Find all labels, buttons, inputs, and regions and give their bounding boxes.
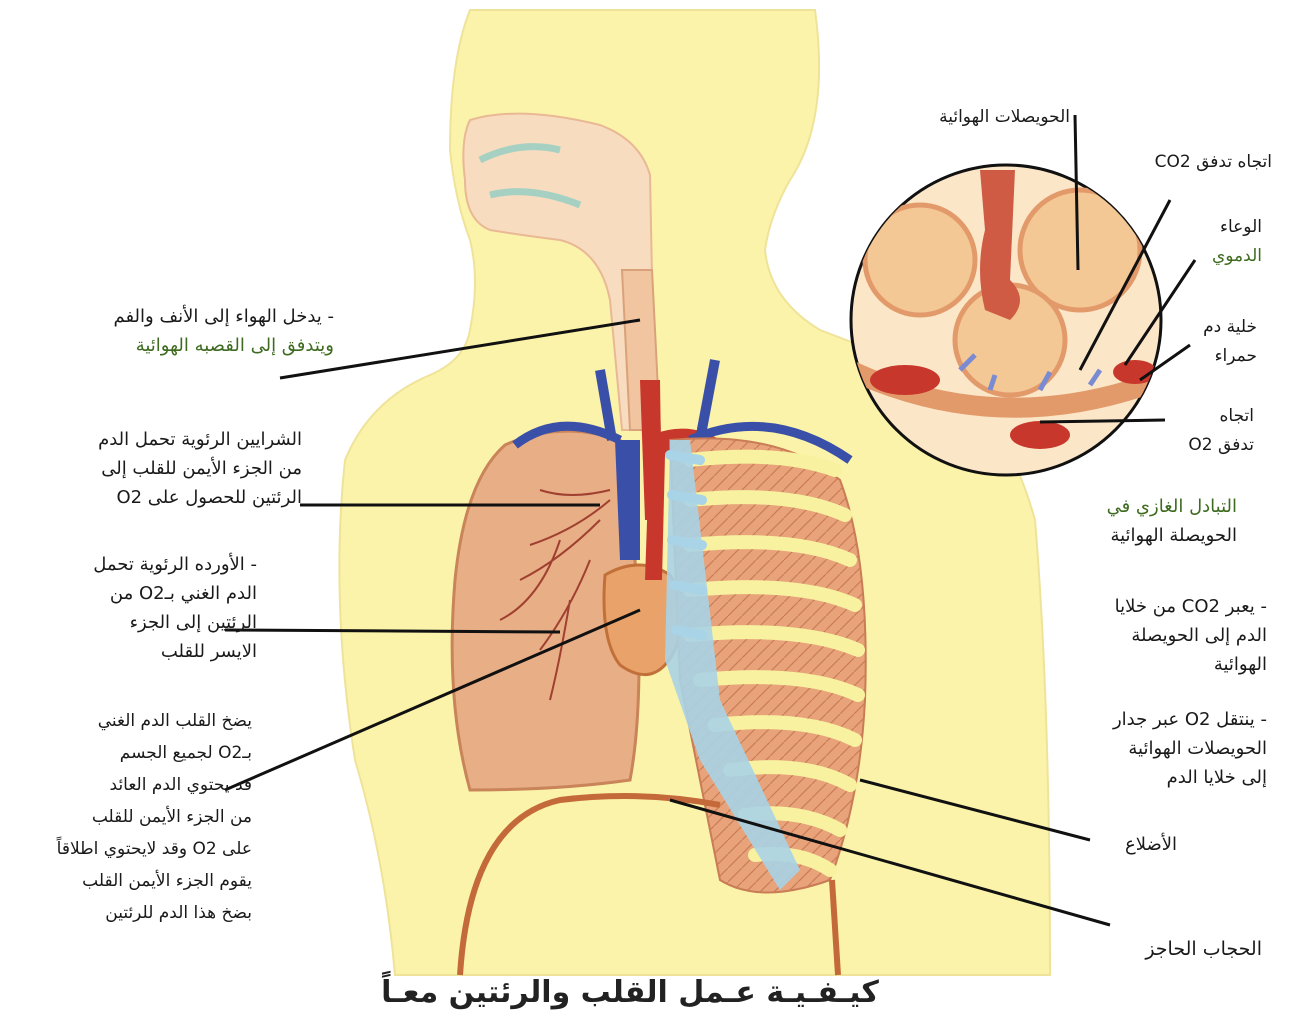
label-line: الهوائية [1115, 650, 1267, 679]
label-line: الشرايين الرئوية تحمل الدم [98, 425, 302, 454]
red-cell-2 [1010, 421, 1070, 449]
label-line: - ينتقل O2 عبر جدار [1113, 705, 1267, 734]
label-line: اتجاه تدفق CO2 [1155, 148, 1272, 177]
label-line: - الأورده الرئوية تحمل [93, 550, 257, 579]
label-line: على O2 وقد لايحتوي اطلاقاً [57, 833, 252, 865]
label-line: الحجاب الحاجز [1145, 935, 1262, 964]
label-line: من الجزء الأيمن للقلب إلى [98, 454, 302, 483]
label-line: من الجزء الأيمن للقلب [57, 801, 252, 833]
label-line: يضخ القلب الدم الغني [57, 705, 252, 737]
label-o2-flow: اتجاه تدفق O2 [1188, 402, 1254, 460]
label-line: التبادل الغازي في [1107, 492, 1237, 521]
diagram-title: كيـفـيـة عـمل القلب والرئتين معـاً [300, 975, 960, 1010]
label-line: الدموي [1212, 242, 1262, 271]
label-line: الوعاء [1212, 213, 1262, 242]
label-line: بـO2 لجميع الجسم [57, 737, 252, 769]
label-line: الأضلاع [1125, 830, 1177, 859]
label-line: إلى خلايا الدم [1113, 763, 1267, 792]
label-line: الرئتين إلى الجزء [93, 608, 257, 637]
red-cell-1 [870, 365, 940, 395]
label-line: الحويصلة الهوائية [1107, 521, 1237, 550]
label-co2-flow: اتجاه تدفق CO2 [1155, 148, 1272, 177]
label-line: يقوم الجزء الأيمن القلب [57, 865, 252, 897]
label-co2-passes: - يعبر CO2 من خلايا الدم إلى الحويصلة ال… [1115, 592, 1267, 679]
alveoli-magnified [850, 165, 1161, 475]
label-gas-exchange: التبادل الغازي في الحويصلة الهوائية [1107, 492, 1237, 550]
label-line: اتجاه [1188, 402, 1254, 431]
label-alveoli: الحويصلات الهوائية [939, 103, 1070, 132]
label-line: الدم إلى الحويصلة [1115, 621, 1267, 650]
label-line: الدم الغني بـO2 من [93, 579, 257, 608]
label-heart-pumps: يضخ القلب الدم الغني بـO2 لجميع الجسم قد… [57, 705, 252, 929]
label-line: حمراء [1203, 342, 1257, 371]
label-ribs: الأضلاع [1125, 830, 1177, 859]
label-line: الايسر للقلب [93, 637, 257, 666]
label-pulmonary-veins: - الأورده الرئوية تحمل الدم الغني بـO2 م… [93, 550, 257, 666]
label-line: قد يحتوي الدم العائد [57, 769, 252, 801]
label-line: ويتدفق إلى القصبه الهوائية [113, 331, 334, 360]
label-o2-moves: - ينتقل O2 عبر جدار الحويصلات الهوائية إ… [1113, 705, 1267, 792]
label-line: - يعبر CO2 من خلايا [1115, 592, 1267, 621]
label-line: خلية دم [1203, 313, 1257, 342]
label-line: بضخ هذا الدم للرئتين [57, 897, 252, 929]
label-air-entry: - يدخل الهواء إلى الأنف والفم ويتدفق إلى… [113, 302, 334, 360]
label-line: تدفق O2 [1188, 431, 1254, 460]
label-line: الحويصلات الهوائية [1113, 734, 1267, 763]
label-line: الحويصلات الهوائية [939, 103, 1070, 132]
label-line: - يدخل الهواء إلى الأنف والفم [113, 302, 334, 331]
label-red-cell: خلية دم حمراء [1203, 313, 1257, 371]
label-pulmonary-arteries: الشرايين الرئوية تحمل الدم من الجزء الأي… [98, 425, 302, 512]
label-line: الرئتين للحصول على O2 [98, 483, 302, 512]
label-diaphragm: الحجاب الحاجز [1145, 935, 1262, 964]
label-blood-vessel: الوعاء الدموي [1212, 213, 1262, 271]
